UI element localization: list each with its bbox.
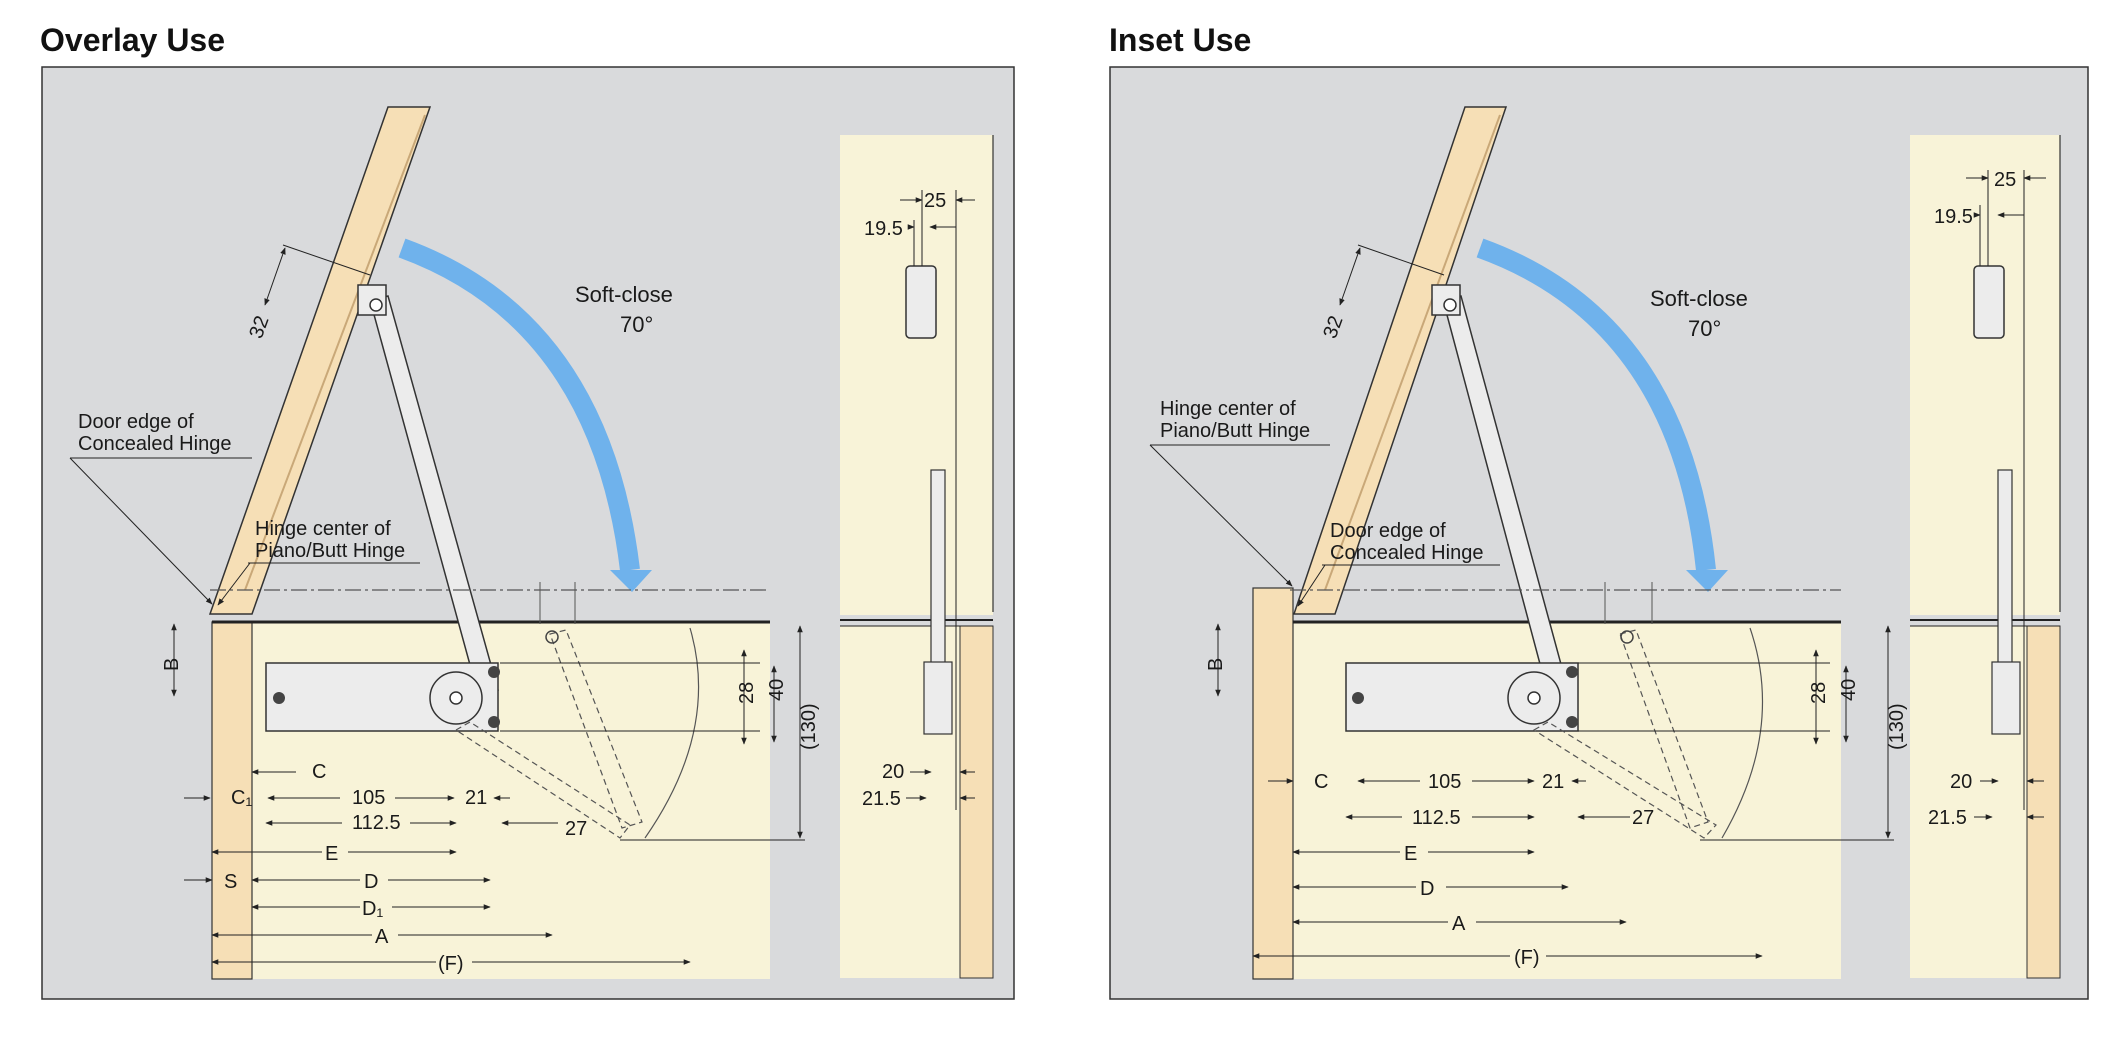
overlay-dim-C1: C₁ — [231, 787, 252, 809]
overlay-dim-C: C — [312, 761, 326, 783]
inset-soft-close-arrow — [1476, 238, 1716, 572]
inset-dim-F: (F) — [1514, 947, 1540, 969]
overlay-dim-D: D — [364, 871, 378, 893]
overlay-hinge-center-label-1: Hinge center of — [255, 518, 391, 540]
inset-side-dim-21-5: 21.5 — [1928, 807, 1967, 829]
inset-dim-40: 40 — [1838, 679, 1860, 701]
inset-side-view-upper — [1910, 135, 2060, 615]
overlay-hinge-center-label-2: Piano/Butt Hinge — [255, 540, 405, 562]
overlay-dim-130: (130) — [798, 703, 820, 750]
inset-dim-28: 28 — [1808, 682, 1830, 704]
inset-door-edge-label-2: Concealed Hinge — [1330, 542, 1483, 564]
inset-hinge-center-label-2: Piano/Butt Hinge — [1160, 420, 1310, 442]
inset-door — [1292, 106, 1508, 615]
overlay-dim-112-5: 112.5 — [352, 812, 401, 834]
overlay-side-panel-wood — [211, 621, 253, 980]
overlay-dim-E: E — [325, 843, 338, 865]
overlay-dim-27: 27 — [565, 818, 587, 840]
overlay-door-edge-label-1: Door edge of — [78, 411, 194, 433]
overlay-side-dim-21-5: 21.5 — [862, 788, 901, 810]
overlay-door — [208, 106, 432, 615]
overlay-dim-21: 21 — [465, 787, 487, 809]
overlay-title: Overlay Use — [40, 22, 226, 58]
overlay-soft-close-label: Soft-close — [575, 282, 673, 307]
overlay-dim-40: 40 — [766, 679, 788, 701]
inset-side-dim-19-5: 19.5 — [1934, 206, 1973, 228]
inset-panel: Soft-close 70° 32 Hinge center of Piano/… — [1109, 66, 2089, 1000]
inset-dim-21: 21 — [1542, 771, 1564, 793]
inset-dim-130: (130) — [1886, 703, 1908, 750]
overlay-soft-close-arrow — [398, 238, 640, 572]
overlay-dim-S: S — [224, 871, 237, 893]
overlay-dim-F: (F) — [438, 953, 464, 975]
inset-dim-B: B — [1205, 658, 1227, 671]
overlay-panel: Soft-close 70° 32 Door edge of Concealed… — [41, 66, 1015, 1000]
inset-door-edge-label-1: Door edge of — [1330, 520, 1446, 542]
inset-dim-105: 105 — [1428, 771, 1461, 793]
inset-title: Inset Use — [1109, 22, 1252, 58]
inset-side-panel-wood — [1252, 587, 1294, 980]
overlay-side-dim-25: 25 — [924, 190, 946, 212]
overlay-dim-D1: D₁ — [362, 898, 383, 920]
overlay-dim-28: 28 — [736, 682, 758, 704]
overlay-door-edge-label-2: Concealed Hinge — [78, 433, 231, 455]
inset-dim-D: D — [1420, 878, 1434, 900]
inset-dim-C: C — [1314, 771, 1328, 793]
overlay-side-dim-19-5: 19.5 — [864, 218, 903, 240]
inset-dim-A: A — [1452, 913, 1466, 935]
overlay-dim-A: A — [375, 926, 389, 948]
inset-dim-27: 27 — [1632, 807, 1654, 829]
inset-side-dim-25: 25 — [1994, 169, 2016, 191]
overlay-side-dim-20: 20 — [882, 761, 904, 783]
inset-side-dim-20: 20 — [1950, 771, 1972, 793]
overlay-side-view-upper — [840, 135, 993, 615]
inset-hinge-center-label-1: Hinge center of — [1160, 398, 1296, 420]
inset-dim-E: E — [1404, 843, 1417, 865]
overlay-angle-label: 70° — [620, 312, 653, 337]
inset-dim-112-5: 112.5 — [1412, 807, 1461, 829]
inset-soft-close-label: Soft-close — [1650, 286, 1748, 311]
inset-angle-label: 70° — [1688, 316, 1721, 341]
overlay-dim-105: 105 — [352, 787, 385, 809]
overlay-dim-B: B — [161, 658, 183, 671]
